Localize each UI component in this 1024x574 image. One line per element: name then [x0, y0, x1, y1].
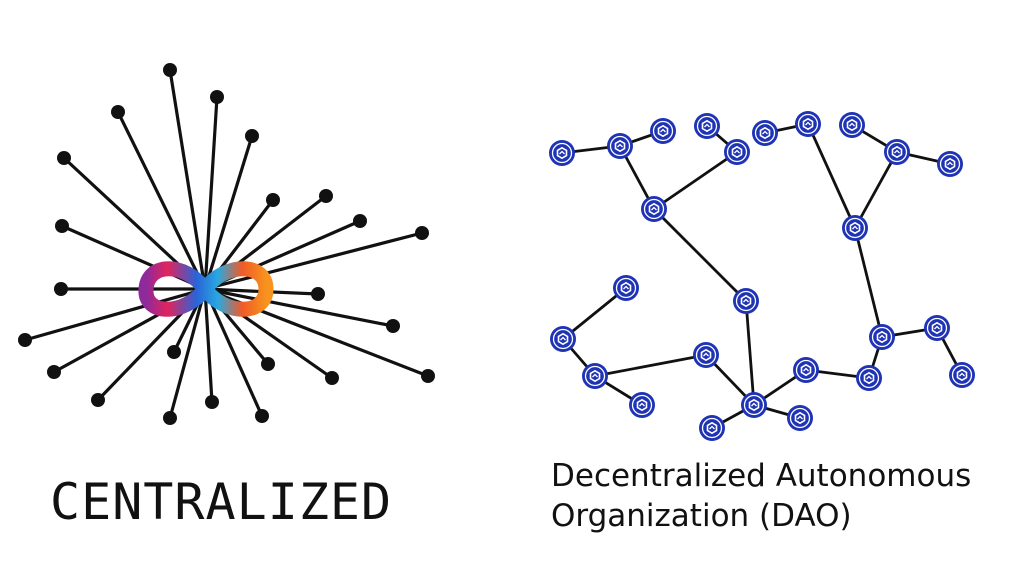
spoke-end-dot	[91, 393, 105, 407]
spoke-line	[203, 288, 214, 403]
dao-nodes	[549, 111, 975, 441]
dao-node-icon	[839, 112, 865, 138]
spoke-end-dot	[415, 226, 429, 240]
dao-node-icon	[884, 139, 910, 165]
dao-node-icon	[937, 151, 963, 177]
spoke-line	[116, 111, 207, 290]
dao-node-icon	[741, 392, 767, 418]
spoke-line	[168, 69, 207, 290]
spoke-end-dot	[18, 333, 32, 347]
centralized-caption: CENTRALIZED	[50, 473, 393, 531]
dao-node-icon	[724, 139, 750, 165]
spoke-line	[204, 231, 423, 291]
spoke-end-dot	[163, 63, 177, 77]
dao-node-icon	[693, 342, 719, 368]
spoke-line	[204, 287, 394, 328]
dao-caption-line2: Organization (DAO)	[551, 498, 852, 534]
dao-node-icon	[694, 113, 720, 139]
spoke-end-dot	[325, 371, 339, 385]
spoke-end-dot	[163, 411, 177, 425]
dao-edge	[853, 151, 899, 229]
dao-node-icon	[582, 363, 608, 389]
dao-edge	[853, 227, 884, 338]
spoke-line	[203, 135, 254, 290]
dao-node-icon	[842, 215, 868, 241]
spoke-end-dot	[245, 129, 259, 143]
dao-node-icon	[549, 140, 575, 166]
spoke-end-dot	[319, 189, 333, 203]
infinity-logo-icon	[138, 261, 274, 317]
dao-node-icon	[856, 365, 882, 391]
dao-node-icon	[949, 362, 975, 388]
dao-node-icon	[629, 392, 655, 418]
dao-node-icon	[795, 111, 821, 137]
spoke-end-dot	[421, 369, 435, 383]
centralized-spokes	[18, 63, 435, 425]
dao-node-icon	[699, 415, 725, 441]
dao-node-icon	[869, 324, 895, 350]
dao-caption: Decentralized Autonomous Organization (D…	[551, 456, 1011, 536]
dao-node-icon	[752, 120, 778, 146]
dao-edge	[806, 123, 857, 229]
dao-edge	[744, 300, 756, 406]
spoke-end-dot	[47, 365, 61, 379]
spoke-end-dot	[353, 214, 367, 228]
spoke-end-dot	[167, 345, 181, 359]
dao-node-icon	[793, 357, 819, 383]
spoke-end-dot	[266, 193, 280, 207]
spoke-line	[168, 288, 207, 419]
spoke-end-dot	[54, 282, 68, 296]
spoke-end-dot	[255, 409, 269, 423]
spoke-end-dot	[57, 151, 71, 165]
dao-node-icon	[733, 288, 759, 314]
spoke-line	[203, 96, 219, 290]
dao-node-icon	[607, 133, 633, 159]
spoke-end-dot	[311, 287, 325, 301]
dao-edge	[653, 208, 747, 302]
dao-edge	[562, 286, 627, 341]
spoke-end-dot	[55, 219, 69, 233]
spoke-line	[24, 287, 206, 342]
spoke-end-dot	[261, 357, 275, 371]
dao-node-icon	[613, 275, 639, 301]
dao-node-icon	[924, 315, 950, 341]
dao-node-icon	[650, 118, 676, 144]
dao-edge	[653, 150, 738, 211]
spoke-end-dot	[386, 319, 400, 333]
spoke-end-dot	[111, 105, 125, 119]
dao-edge	[594, 353, 707, 378]
spoke-line	[203, 288, 264, 417]
dao-node-icon	[787, 405, 813, 431]
dao-node-icon	[641, 196, 667, 222]
dao-node-icon	[550, 326, 576, 352]
spoke-end-dot	[210, 90, 224, 104]
dao-caption-line1: Decentralized Autonomous	[551, 458, 972, 494]
spoke-end-dot	[205, 395, 219, 409]
